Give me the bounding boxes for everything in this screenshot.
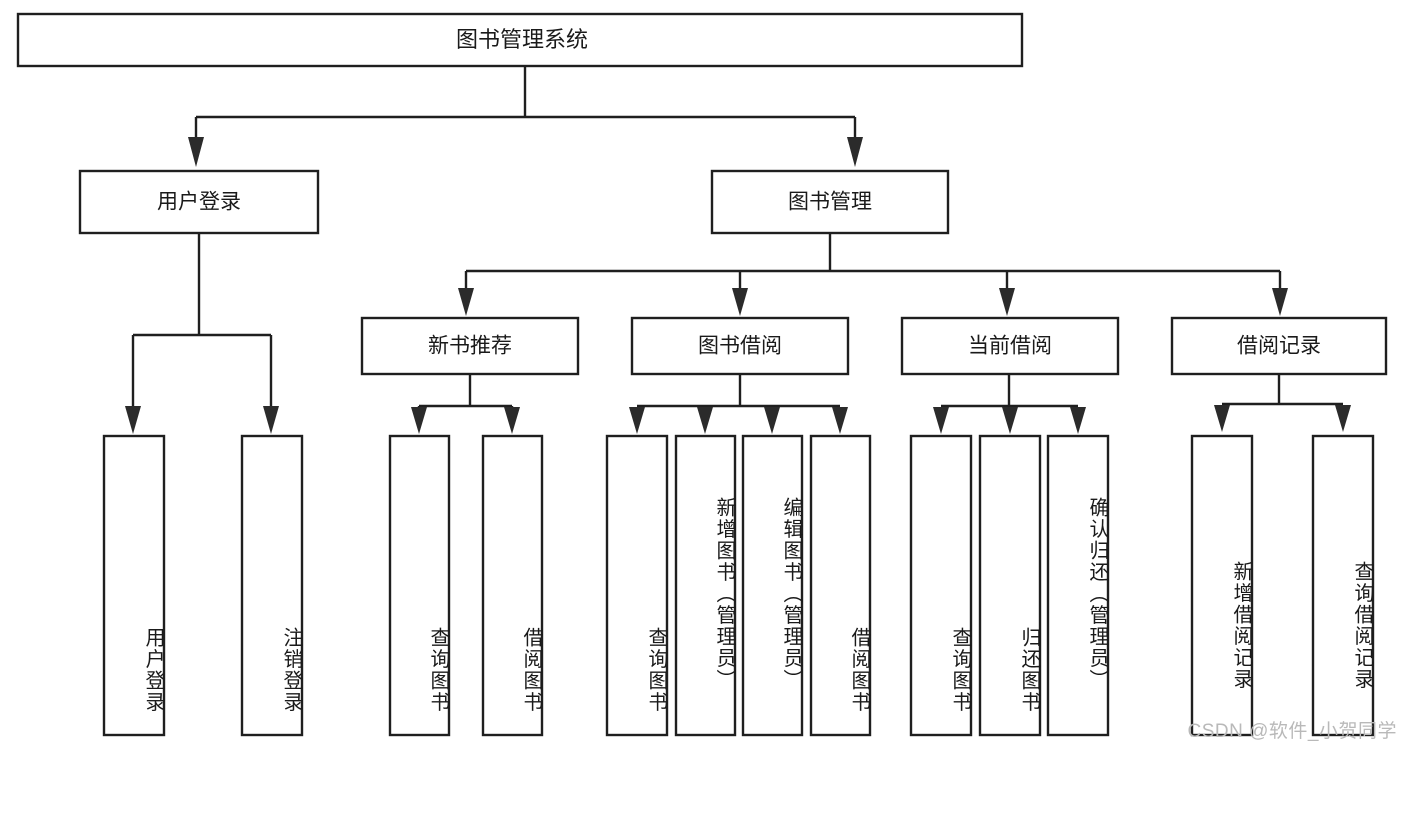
arrow-head-icon — [263, 406, 279, 434]
node-book-management[interactable]: 图书管理 — [710, 169, 950, 235]
arrow-head-icon — [697, 407, 713, 434]
node-root-system[interactable]: 图书管理系统 — [16, 12, 1024, 68]
node-current-borrow[interactable]: 当前借阅 — [900, 316, 1120, 376]
node-book-borrow[interactable]: 图书借阅 — [630, 316, 850, 376]
connector-currentborrow-to-leaves — [933, 374, 1086, 434]
leaf-box-bookborrow-1[interactable] — [674, 434, 737, 737]
connector-bookmgmt-to-level3 — [458, 233, 1288, 316]
arrow-head-icon — [188, 137, 204, 167]
connector-userlogin-to-leaves — [125, 233, 279, 434]
node-book-borrow-label: 图书借阅 — [698, 335, 782, 358]
arrow-head-icon — [999, 288, 1015, 316]
node-book-management-label: 图书管理 — [788, 191, 872, 214]
leaf-box-currentborrow-2[interactable] — [1046, 434, 1110, 737]
arrow-head-icon — [125, 406, 141, 434]
node-user-login[interactable]: 用户登录 — [78, 169, 320, 235]
node-borrow-record[interactable]: 借阅记录 — [1170, 316, 1388, 376]
leaf-box-user-login-0[interactable] — [102, 434, 166, 737]
arrow-head-icon — [1002, 407, 1018, 434]
arrow-head-icon — [411, 407, 427, 434]
leaf-box-newbook-0[interactable] — [388, 434, 451, 737]
watermark-label: CSDN @软件_小贺同学 — [1187, 721, 1397, 742]
leaf-box-currentborrow-0[interactable] — [909, 434, 973, 737]
arrow-head-icon — [764, 407, 780, 434]
node-root-label: 图书管理系统 — [456, 27, 588, 52]
flowchart-svg: 图书管理系统 用户登录 图书管理 新书推荐 图书借阅 当前借阅 借阅记录 — [16, 12, 1388, 737]
connector-newbook-to-leaves — [411, 374, 520, 434]
leaf-box-bookborrow-2[interactable] — [741, 434, 804, 737]
node-new-book-recommend[interactable]: 新书推荐 — [360, 316, 580, 376]
node-user-login-label: 用户登录 — [157, 191, 241, 214]
diagram-canvas: 图书管理系统 用户登录 图书管理 新书推荐 图书借阅 当前借阅 借阅记录 — [16, 12, 1397, 742]
leaf-box-bookborrow-0[interactable] — [605, 434, 669, 737]
connector-root-to-level2 — [188, 66, 863, 167]
node-current-borrow-label: 当前借阅 — [968, 335, 1052, 358]
arrow-head-icon — [1070, 407, 1086, 434]
arrow-head-icon — [1214, 405, 1230, 432]
node-new-book-recommend-label: 新书推荐 — [428, 335, 512, 358]
connector-borrowrecord-to-leaves — [1214, 374, 1351, 432]
arrow-head-icon — [847, 137, 863, 167]
leaf-box-currentborrow-1[interactable] — [978, 434, 1042, 737]
node-borrow-record-label: 借阅记录 — [1237, 335, 1321, 358]
leaf-box-newbook-1[interactable] — [481, 434, 544, 737]
arrow-head-icon — [458, 288, 474, 316]
arrow-head-icon — [1272, 288, 1288, 316]
connector-bookborrow-to-leaves — [629, 374, 848, 434]
arrow-head-icon — [504, 407, 520, 434]
arrow-head-icon — [629, 407, 645, 434]
arrow-head-icon — [933, 407, 949, 434]
leaf-box-borrowrecord-1[interactable] — [1311, 434, 1375, 737]
arrow-head-icon — [832, 407, 848, 434]
leaf-box-user-login-1[interactable] — [240, 434, 304, 737]
leaf-box-bookborrow-3[interactable] — [809, 434, 872, 737]
arrow-head-icon — [732, 288, 748, 316]
arrow-head-icon — [1335, 405, 1351, 432]
leaf-box-borrowrecord-0[interactable] — [1190, 434, 1254, 737]
